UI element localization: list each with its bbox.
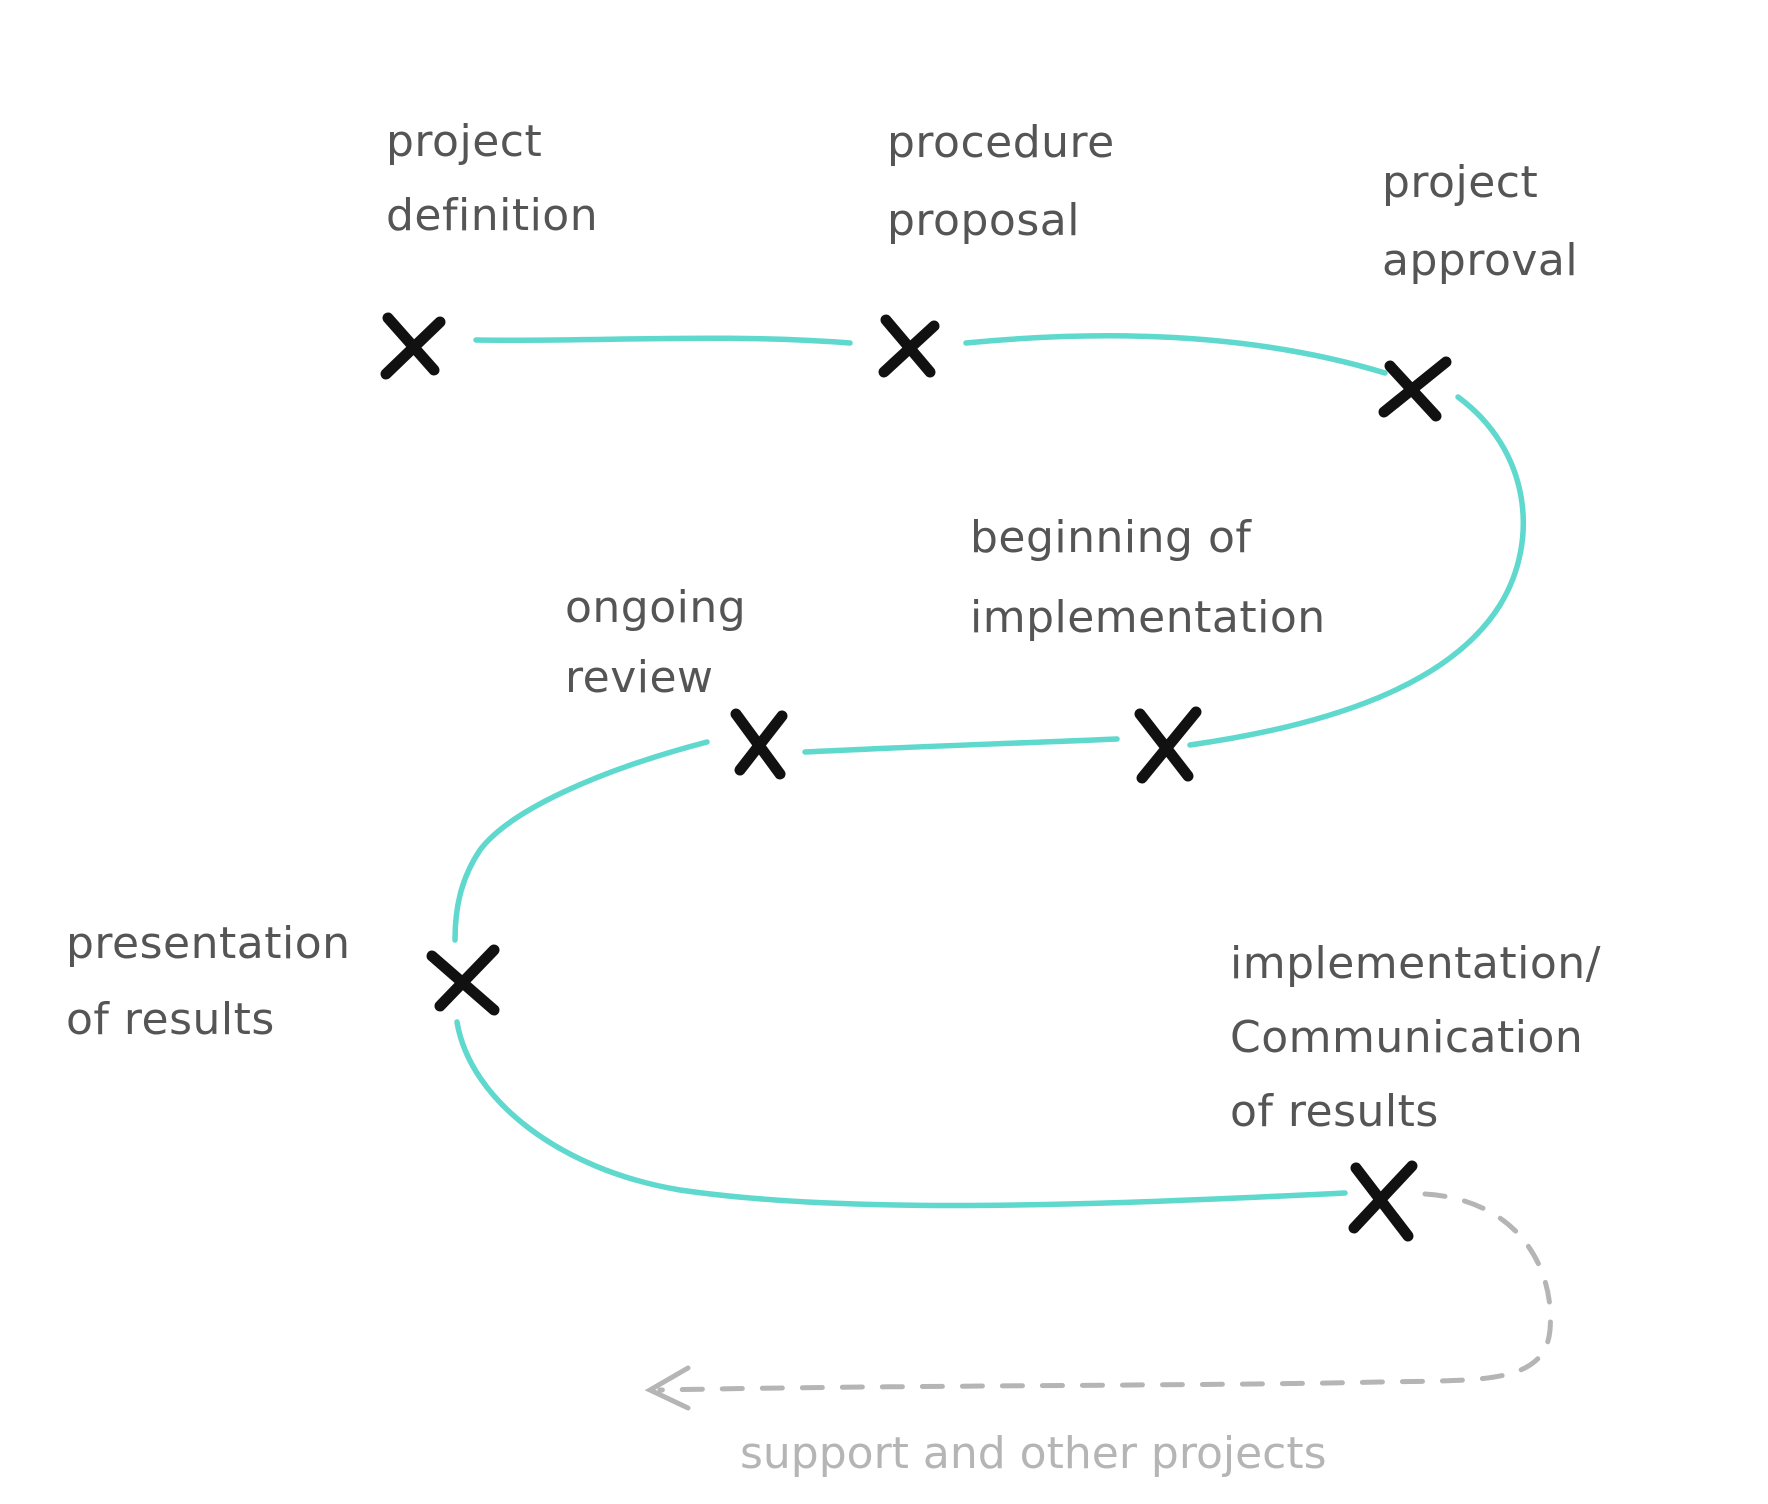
cross-icon-beginning-of-implementation bbox=[1134, 706, 1202, 784]
label-line: project bbox=[386, 116, 542, 167]
followup-path: support and other projects bbox=[644, 1191, 1553, 1479]
cross-icon-ongoing-review bbox=[730, 708, 788, 780]
label-beginning-of-implementation: beginning of implementation bbox=[970, 512, 1326, 643]
label-line: definition bbox=[386, 190, 598, 241]
label-line: of results bbox=[66, 994, 275, 1045]
cross-icon-project-approval bbox=[1378, 356, 1452, 422]
label-line: implementation/ bbox=[1230, 938, 1601, 989]
label-line: of results bbox=[1230, 1086, 1439, 1137]
cross-icon-implementation-communication-of-results bbox=[1348, 1160, 1418, 1242]
label-project-approval: project approval bbox=[1382, 157, 1578, 286]
followup-arrowhead-icon bbox=[644, 1365, 691, 1411]
label-line: project bbox=[1382, 157, 1538, 208]
road-segment-implementation-to-review bbox=[802, 736, 1120, 755]
label-line: presentation bbox=[66, 918, 351, 969]
cross-icon-presentation-of-results bbox=[426, 944, 500, 1016]
label-line: implementation bbox=[970, 592, 1326, 643]
label-line: Communication bbox=[1230, 1012, 1583, 1063]
label-line: review bbox=[565, 652, 714, 703]
followup-label: support and other projects bbox=[740, 1428, 1327, 1479]
label-implementation-communication-of-results: implementation/ Communication of results bbox=[1230, 938, 1601, 1137]
road-path bbox=[452, 333, 1526, 1209]
road-segment-definition-to-proposal bbox=[473, 335, 853, 346]
label-line: beginning of bbox=[970, 512, 1252, 563]
label-presentation-of-results: presentation of results bbox=[66, 918, 351, 1045]
milestone-labels: project definition procedure proposal pr… bbox=[66, 116, 1601, 1137]
label-ongoing-review: ongoing review bbox=[565, 582, 746, 703]
label-line: proposal bbox=[887, 195, 1080, 246]
road-segment-presentation-to-communication bbox=[454, 1019, 1348, 1209]
label-line: procedure bbox=[887, 117, 1115, 168]
cross-icon-procedure-proposal bbox=[878, 314, 940, 378]
label-line: ongoing bbox=[565, 582, 746, 633]
cross-icon-project-definition bbox=[380, 312, 446, 380]
milestone-crosses bbox=[380, 312, 1452, 1242]
label-procedure-proposal: procedure proposal bbox=[887, 117, 1115, 246]
label-line: approval bbox=[1382, 235, 1578, 286]
road-segment-proposal-to-approval bbox=[963, 333, 1388, 376]
followup-dashed-line bbox=[657, 1191, 1553, 1393]
label-project-definition: project definition bbox=[386, 116, 598, 241]
road-segment-review-to-presentation bbox=[452, 739, 710, 943]
road-segment-approval-to-implementation bbox=[1187, 394, 1526, 748]
